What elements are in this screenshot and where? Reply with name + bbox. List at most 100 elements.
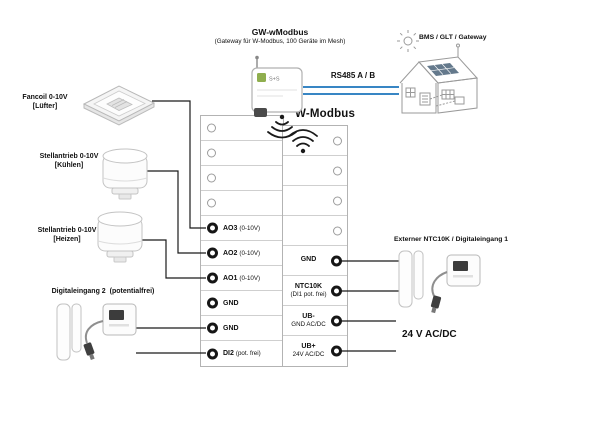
terminal-contact-dot xyxy=(207,247,218,259)
gateway-housing xyxy=(251,67,303,113)
terminal-text: GND xyxy=(223,325,239,332)
device-label-heating-main: Stellantrieb 0-10V xyxy=(37,227,97,234)
terminal-sublabel: (0-10V) xyxy=(239,224,261,232)
actuator-cooling-stem xyxy=(118,193,132,200)
device-label-actuator-cooling: Stellantrieb 0-10V [Kühlen] xyxy=(24,152,114,170)
terminal-contact-dot-empty xyxy=(333,136,342,145)
external-ntc10k-illustration xyxy=(398,250,481,314)
terminal-text: NTC10K(DI1 pot. frei) xyxy=(290,283,326,299)
device-label-digital-input-2: Digitaleingang 2 (potentialfrei) xyxy=(38,287,168,296)
device-label-di2-sub: (potentialfrei) xyxy=(109,288,155,295)
door-contact-bar-1 xyxy=(56,303,71,361)
terminal-label: GND xyxy=(300,256,317,264)
fancoil-body xyxy=(82,85,156,122)
sensor-module xyxy=(102,303,137,336)
terminal-left-di2: DI2(pot. frei) xyxy=(201,341,283,366)
gateway-title-block: GW-wModbus (Gateway für W-Modbus, 100 Ge… xyxy=(195,27,365,45)
terminal-contact-dot-empty xyxy=(333,226,342,235)
house-side-wall xyxy=(437,77,478,114)
solar-panel-grid xyxy=(430,63,455,75)
terminal-contact-dot xyxy=(331,345,342,357)
terminal-contact-dot-empty xyxy=(207,173,216,183)
terminal-contact-dot xyxy=(207,348,218,359)
roof-mast-tip xyxy=(456,43,460,48)
terminal-right-ntc10k: NTC10K(DI1 pot. frei) xyxy=(283,276,347,306)
ext-sensor-display xyxy=(453,261,468,271)
device-label-cooling-main: Stellantrieb 0-10V xyxy=(39,153,99,160)
ext-sensor-label-strip xyxy=(453,275,473,278)
house-meter-lines xyxy=(422,95,428,103)
house-panel-box xyxy=(441,89,455,100)
terminal-text: UB+24V AC/DC xyxy=(293,343,325,359)
terminal-sublabel: (DI1 pot. frei) xyxy=(290,290,327,298)
house-gable xyxy=(399,61,439,84)
actuator-heating-stem xyxy=(113,256,127,263)
terminal-contact-dot-empty xyxy=(207,123,216,133)
wire-fancoil-ao3 xyxy=(152,100,206,229)
terminal-label: GND xyxy=(223,299,239,307)
device-label-fancoil-sub: [Lüfter] xyxy=(32,103,58,111)
house-dashed-links xyxy=(429,94,456,107)
terminal-contact-dot xyxy=(331,255,342,266)
terminal-contact-dot xyxy=(331,285,342,296)
device-label-actuator-heating: Stellantrieb 0-10V [Heizen] xyxy=(22,226,112,244)
solar-panel xyxy=(427,63,459,76)
terminal-text: AO3(0-10V) xyxy=(223,225,260,232)
device-label-di2-main: Digitaleingang 2 xyxy=(51,288,106,295)
terminal-contact-dot-empty xyxy=(207,198,216,208)
terminal-sublabel: (0-10V) xyxy=(239,249,261,257)
terminal-contact-dot-empty xyxy=(333,166,342,175)
rs485-bus-lines xyxy=(303,86,399,95)
terminal-label: GND xyxy=(223,324,239,332)
actuator-cooling-band xyxy=(102,177,148,182)
wire-heating-ao1 xyxy=(142,239,206,279)
terminal-label: DI2 xyxy=(223,350,234,357)
gateway-name: GW-wModbus xyxy=(251,27,309,37)
terminal-left-empty xyxy=(201,116,283,141)
ext-sensor-module xyxy=(446,254,481,287)
terminal-right-gnd: GND xyxy=(283,246,347,276)
sensor-display xyxy=(109,310,124,320)
house-small-box xyxy=(454,96,465,105)
fancoil-slats xyxy=(111,99,128,108)
terminal-label: AO3 xyxy=(223,224,238,232)
terminal-left-gnd: GND xyxy=(201,291,283,316)
sun-icon xyxy=(397,30,419,52)
gateway-antenna-tip xyxy=(255,55,259,60)
actuator-heating-base xyxy=(106,250,134,258)
device-label-fancoil: Fancoil 0-10V [Lüfter] xyxy=(8,93,82,111)
terminal-sublabel: 24V AC/DC xyxy=(292,351,325,359)
fancoil-illustration xyxy=(82,85,156,126)
terminal-left-empty xyxy=(201,191,283,216)
terminal-right-empty xyxy=(283,156,347,186)
terminal-contact-dot-empty xyxy=(207,148,216,158)
terminal-contact-dot xyxy=(207,272,218,284)
terminal-right-empty xyxy=(283,186,347,216)
fancoil-face xyxy=(93,90,146,117)
terminal-sublabel: (pot. frei) xyxy=(235,350,261,357)
terminal-left-ao1: AO1(0-10V) xyxy=(201,266,283,291)
terminal-left-ao2: AO2(0-10V) xyxy=(201,241,283,266)
house-meter-box xyxy=(419,92,431,106)
gateway-logo-mark xyxy=(257,73,266,82)
terminal-right-empty xyxy=(283,126,347,156)
sensor-label-strip xyxy=(109,324,129,327)
gateway-subtitle: (Gateway für W-Modbus, 100 Geräte im Mes… xyxy=(214,38,346,45)
device-label-fancoil-main: Fancoil 0-10V xyxy=(22,94,68,101)
terminal-text: AO2(0-10V) xyxy=(223,250,260,257)
external-ntc10k-label: Externer NTC10K / Digitaleingang 1 xyxy=(394,236,509,243)
terminal-left-ao3: AO3(0-10V) xyxy=(201,216,283,241)
wmodbus-label: W-Modbus xyxy=(295,108,356,120)
terminal-label: AO2 xyxy=(223,249,238,257)
device-label-cooling-sub: [Kühlen] xyxy=(54,162,84,170)
terminal-contact-dot xyxy=(207,322,218,334)
wire-cooling-ao2 xyxy=(147,170,206,254)
terminal-contact-dot xyxy=(207,222,218,234)
digital-input-2-illustration xyxy=(56,303,137,361)
ext-door-contact-bar-2 xyxy=(413,250,424,300)
terminal-label: UB- xyxy=(302,312,315,320)
terminal-sublabel: GND AC/DC xyxy=(291,320,326,328)
actuator-heating-top xyxy=(97,211,143,227)
house-window-cross xyxy=(406,88,415,97)
terminal-label: AO1 xyxy=(223,274,238,282)
